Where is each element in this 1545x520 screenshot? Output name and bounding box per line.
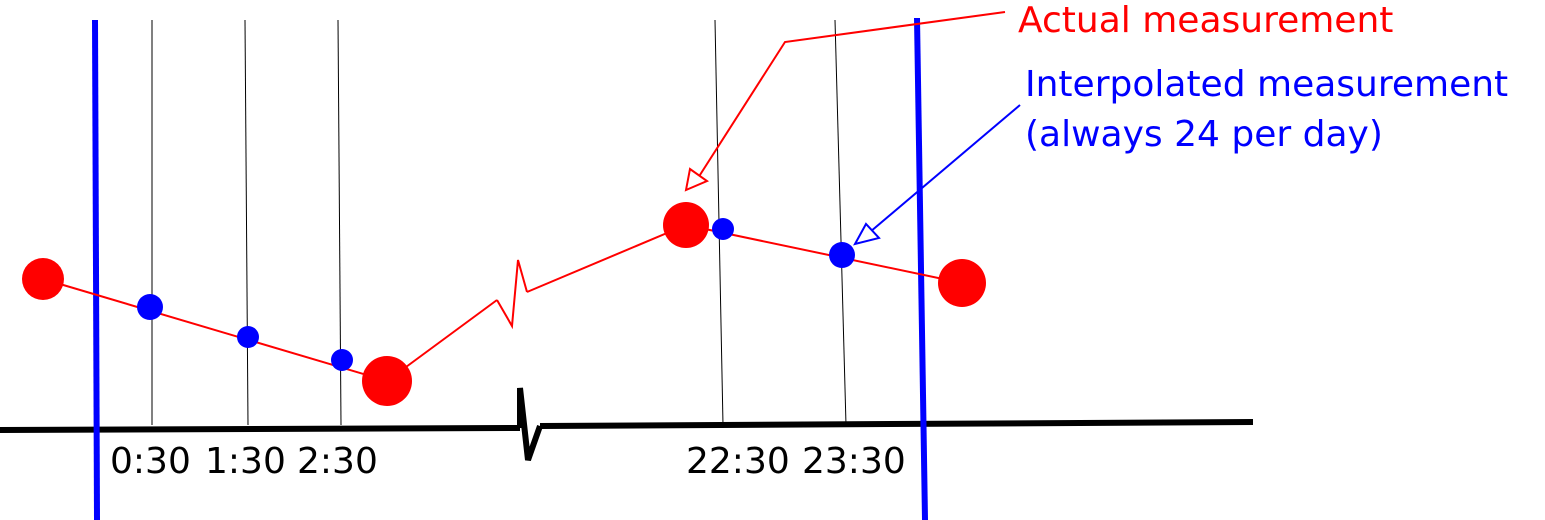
interpolated-point bbox=[712, 218, 734, 240]
tick-label: 1:30 bbox=[205, 441, 286, 482]
tick-labels: 0:30 1:30 2:30 22:30 23:30 bbox=[110, 441, 906, 482]
actual-point bbox=[663, 202, 709, 248]
actual-point bbox=[22, 258, 64, 300]
interpolated-arrow-shaft bbox=[869, 104, 1021, 233]
actual-annotation-arrow bbox=[684, 11, 1006, 192]
tick-label: 2:30 bbox=[297, 441, 378, 482]
grid-line-1-30 bbox=[244, 19, 249, 426]
axis-break-mark bbox=[517, 387, 543, 461]
hour-grid-lines bbox=[151, 19, 847, 426]
time-axis-left bbox=[0, 425, 521, 433]
actual-arrow-head bbox=[684, 167, 710, 192]
day-boundaries bbox=[92, 17, 928, 520]
tick-label: 22:30 bbox=[686, 441, 790, 482]
interpolated-measurement-note: (always 24 per day) bbox=[1025, 114, 1383, 155]
actual-measurement-label: Actual measurement bbox=[1018, 0, 1393, 41]
tick-label: 23:30 bbox=[802, 441, 906, 482]
time-axis bbox=[0, 387, 1254, 461]
interpolated-measurement-label: Interpolated measurement bbox=[1025, 64, 1508, 105]
interpolated-point bbox=[829, 242, 855, 268]
actual-measurements bbox=[22, 202, 986, 406]
interpolated-point bbox=[331, 349, 353, 371]
actual-point bbox=[362, 356, 412, 406]
day-boundary-start bbox=[92, 19, 100, 520]
actual-arrow-shaft bbox=[697, 11, 1006, 179]
day-boundary-end bbox=[914, 17, 928, 520]
measurement-segment-rise-2 bbox=[526, 224, 687, 293]
time-axis-right bbox=[539, 419, 1254, 429]
measurement-line bbox=[42, 224, 963, 382]
interpolated-annotation-arrow bbox=[853, 104, 1021, 246]
actual-point bbox=[938, 259, 986, 307]
interpolated-arrow-head bbox=[853, 222, 881, 246]
line-break-mark bbox=[496, 259, 528, 330]
interpolated-point bbox=[137, 294, 163, 320]
grid-line-23-30 bbox=[834, 19, 847, 426]
tick-label: 0:30 bbox=[110, 441, 191, 482]
measurement-segment-early bbox=[42, 278, 388, 382]
interpolated-point bbox=[237, 326, 259, 348]
interpolated-measurements bbox=[137, 218, 855, 371]
